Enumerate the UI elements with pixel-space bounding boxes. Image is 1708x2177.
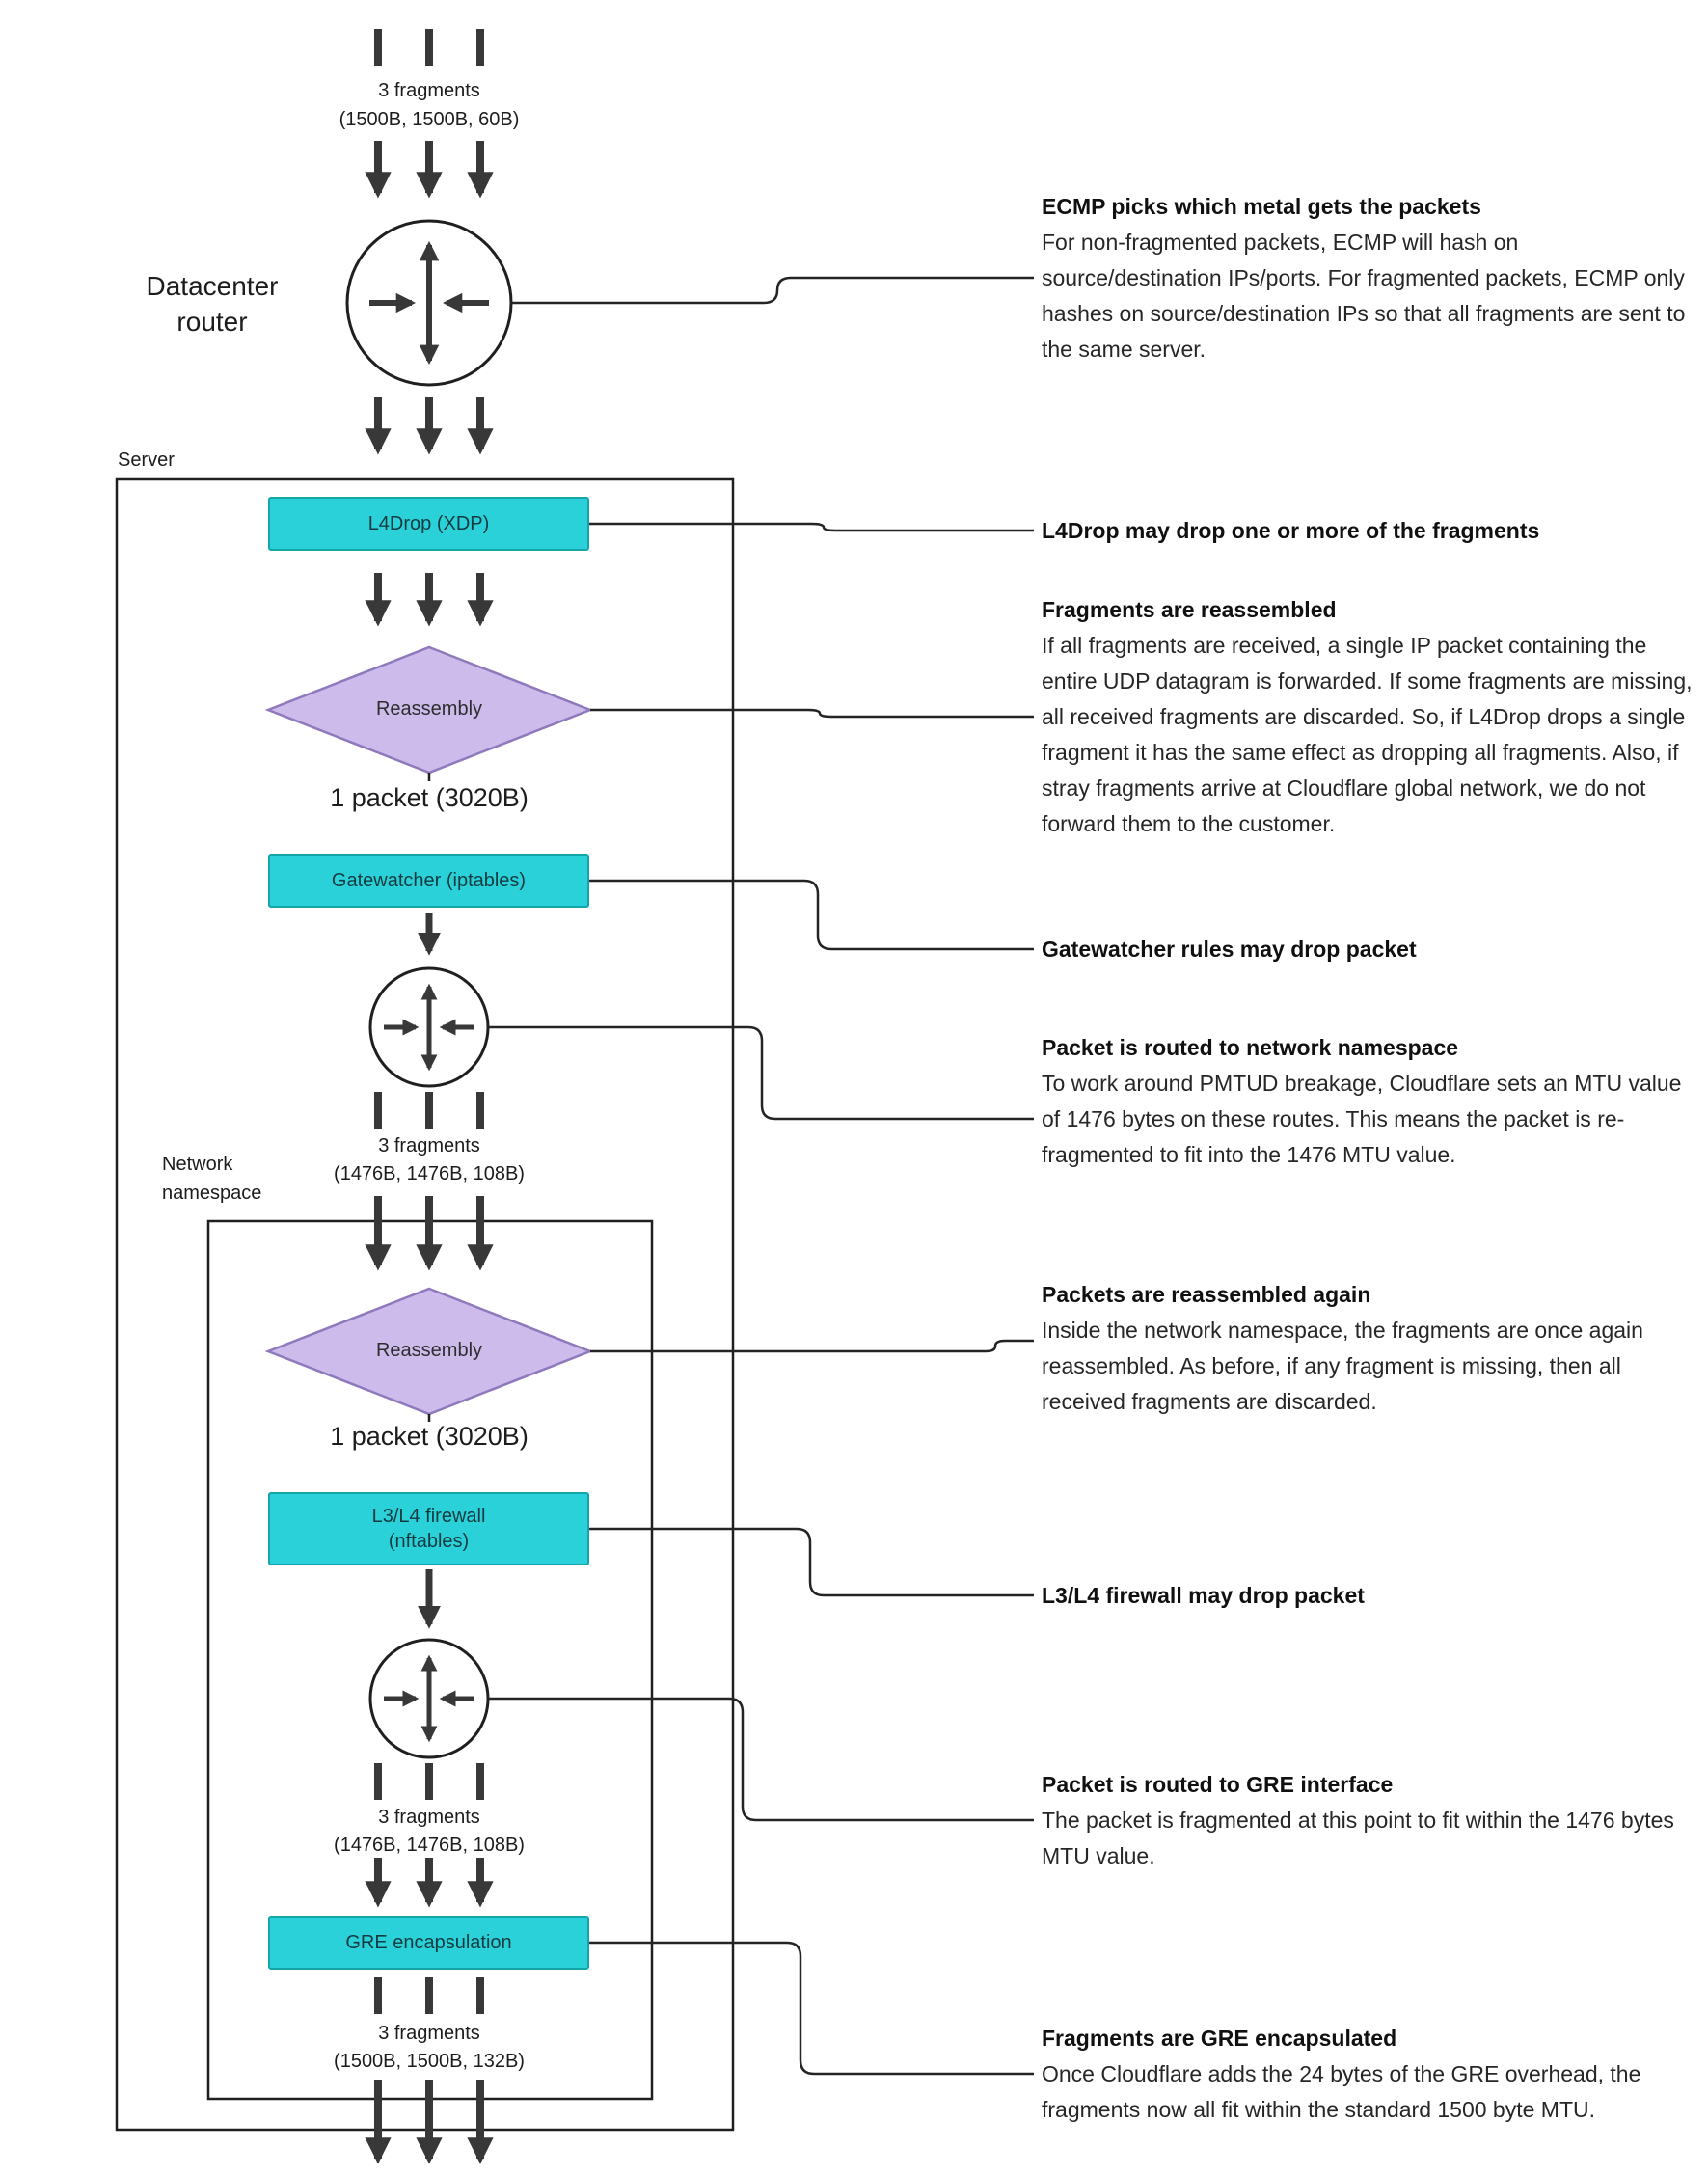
reassembly-1-label: Reassembly: [375, 698, 483, 720]
annotation-reassembly: Fragments are reassembled If all fragmen…: [1042, 592, 1693, 842]
l4drop-node: L4Drop (XDP): [268, 497, 589, 551]
annotation-ecmp-title: ECMP picks which metal gets the packets: [1042, 194, 1481, 219]
annotation-netns-body: To work around PMTUD breakage, Cloudflar…: [1042, 1071, 1682, 1167]
firewall-node: L3/L4 firewall (nftables): [268, 1492, 589, 1565]
annotation-l4drop: L4Drop may drop one or more of the fragm…: [1042, 513, 1693, 549]
connector-gatewatcher: [589, 879, 1034, 951]
fragments-gre-sizes: (1500B, 1500B, 132B): [334, 2051, 525, 2072]
gatewatcher-node: Gatewatcher (iptables): [268, 854, 589, 908]
fragments-mid2-label: 3 fragments: [378, 1807, 480, 1828]
annotation-gre-route-title: Packet is routed to GRE interface: [1042, 1772, 1394, 1797]
firewall-node-label-line2: (nftables): [388, 1531, 470, 1552]
annotation-reassembly-title: Fragments are reassembled: [1042, 597, 1337, 622]
annotation-netns: Packet is routed to network namespace To…: [1042, 1030, 1693, 1173]
namespace-box-label: Network namespace: [162, 1154, 262, 1204]
fragments-mid1-sizes: (1476B, 1476B, 108B): [334, 1163, 525, 1184]
annotation-gatewatcher: Gatewatcher rules may drop packet: [1042, 932, 1693, 967]
flow-arrows-into-gre: [365, 1858, 494, 1908]
gre-node-label: GRE encapsulation: [345, 1932, 512, 1953]
fragments-mid2-sizes: (1476B, 1476B, 108B): [334, 1835, 525, 1856]
server-box: [115, 477, 735, 2132]
route-icon-namespace: [368, 966, 490, 1088]
flow-arrows-into-router: [365, 141, 494, 199]
gatewatcher-node-label: Gatewatcher (iptables): [331, 870, 527, 891]
connector-firewall: [589, 1527, 1034, 1597]
reassembly-2-label: Reassembly: [375, 1340, 483, 1361]
fragments-mid1-label: 3 fragments: [378, 1135, 480, 1157]
annotation-gre-encap: Fragments are GRE encapsulated Once Clou…: [1042, 2021, 1693, 2128]
fragment-dashes-mid2: [374, 1763, 484, 1800]
connector-gre-encap: [589, 1941, 1034, 2076]
annotation-gatewatcher-title: Gatewatcher rules may drop packet: [1042, 937, 1417, 962]
annotation-netns-title: Packet is routed to network namespace: [1042, 1035, 1459, 1060]
l4drop-node-label: L4Drop (XDP): [367, 513, 490, 534]
annotation-reassembled-again-body: Inside the network namespace, the fragme…: [1042, 1318, 1643, 1414]
flow-arrows-l4drop-to-reassembly: [365, 573, 494, 627]
annotation-gre-encap-title: Fragments are GRE encapsulated: [1042, 2026, 1397, 2051]
connector-gre-route: [488, 1697, 1034, 1822]
fragments-gre-label: 3 fragments: [378, 2023, 480, 2044]
gre-node: GRE encapsulation: [268, 1916, 589, 1970]
datacenter-router-icon: [345, 219, 513, 387]
annotation-reassembled-again: Packets are reassembled again Inside the…: [1042, 1277, 1693, 1420]
annotation-reassembly-body: If all fragments are received, a single …: [1042, 633, 1693, 836]
fragments-top-sizes: (1500B, 1500B, 60B): [339, 109, 520, 130]
connector-reassembly: [590, 708, 1034, 719]
annotation-ecmp-body: For non-fragmented packets, ECMP will ha…: [1042, 230, 1686, 362]
fragment-dashes-mid1: [374, 1092, 484, 1129]
datacenter-router-label: Datacenter router: [146, 271, 279, 337]
flow-arrows-exit: [365, 2080, 494, 2164]
annotation-gre-route-body: The packet is fragmented at this point t…: [1042, 1808, 1674, 1868]
connector-netns: [488, 1025, 1034, 1121]
packet-2-label: 1 packet (3020B): [330, 1422, 529, 1451]
firewall-node-label-line1: L3/L4 firewall: [371, 1506, 486, 1527]
annotation-l4drop-title: L4Drop may drop one or more of the fragm…: [1042, 518, 1540, 543]
fragment-dashes-top: [374, 29, 484, 66]
fragment-dashes-gre: [374, 1977, 484, 2014]
connector-reassembled-again: [590, 1339, 1034, 1353]
fragments-top-label: 3 fragments: [378, 80, 480, 101]
route-icon-gre: [368, 1638, 490, 1759]
annotation-gre-route: Packet is routed to GRE interface The pa…: [1042, 1767, 1693, 1874]
flow-arrows-into-namespace: [365, 1196, 494, 1271]
packet-1-label: 1 packet (3020B): [330, 783, 529, 812]
annotation-firewall: L3/L4 firewall may drop packet: [1042, 1578, 1693, 1614]
annotation-reassembled-again-title: Packets are reassembled again: [1042, 1282, 1371, 1307]
flow-arrows-into-server: [365, 397, 494, 455]
connector-ecmp: [511, 276, 1034, 305]
connector-l4drop: [589, 522, 1034, 532]
server-box-label: Server: [118, 449, 175, 471]
annotation-gre-encap-body: Once Cloudflare adds the 24 bytes of the…: [1042, 2061, 1641, 2122]
annotation-firewall-title: L3/L4 firewall may drop packet: [1042, 1583, 1365, 1608]
annotation-ecmp: ECMP picks which metal gets the packets …: [1042, 189, 1693, 367]
